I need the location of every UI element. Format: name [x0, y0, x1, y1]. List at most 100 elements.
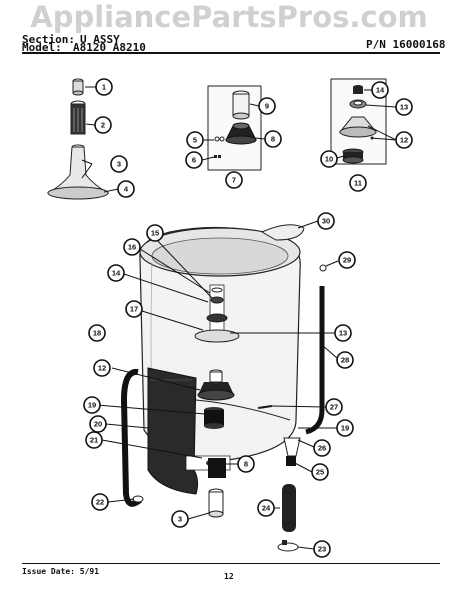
- svg-text:18: 18: [93, 329, 101, 338]
- callout-26: 26: [313, 439, 331, 457]
- hose-24: [282, 484, 296, 532]
- callout-20: 20: [89, 415, 107, 433]
- svg-text:21: 21: [90, 436, 98, 445]
- svg-text:13: 13: [400, 103, 408, 112]
- callout-25: 25: [311, 463, 329, 481]
- callout-19b: 19: [336, 419, 354, 437]
- header-rule: [22, 52, 440, 54]
- svg-text:8: 8: [271, 135, 275, 144]
- footer-rule: [22, 563, 440, 564]
- callout-28: 28: [336, 351, 354, 369]
- callout-1: 1: [95, 78, 113, 96]
- callout-12b: 12: [93, 359, 111, 377]
- svg-text:20: 20: [94, 420, 102, 429]
- clamp-23: [277, 540, 299, 552]
- section-label: Section:: [22, 33, 75, 46]
- svg-text:28: 28: [341, 356, 349, 365]
- callout-9: 9: [258, 97, 276, 115]
- callout-13b: 13: [334, 324, 352, 342]
- part-number: P/N 16000168: [366, 38, 446, 51]
- section-value: U ASSY: [80, 33, 120, 46]
- part-cone-12-small: [338, 116, 378, 140]
- callout-6: 6: [185, 151, 203, 169]
- callout-12a: 12: [395, 131, 413, 149]
- svg-text:5: 5: [193, 136, 197, 145]
- svg-text:23: 23: [318, 545, 326, 554]
- svg-text:14: 14: [376, 86, 385, 95]
- part-filter-2: [70, 100, 86, 135]
- callout-18: 18: [88, 324, 106, 342]
- callout-23: 23: [313, 540, 331, 558]
- callout-29: 29: [338, 251, 356, 269]
- svg-text:29: 29: [343, 256, 351, 265]
- part-cap-1: [72, 78, 84, 96]
- svg-text:1: 1: [102, 83, 106, 92]
- callout-2: 2: [94, 116, 112, 134]
- part-sleeve-9: [232, 90, 250, 120]
- svg-text:6: 6: [192, 156, 196, 165]
- pump-fitting-25: [283, 437, 301, 466]
- inner-basket: [147, 367, 199, 495]
- callout-3b: 3: [171, 510, 189, 528]
- small-hose-19: [195, 399, 291, 421]
- svg-text:19: 19: [341, 424, 349, 433]
- issue-date: Issue Date: 5/91: [22, 567, 100, 576]
- model-label: Model:: [22, 41, 62, 54]
- screw-29: [319, 264, 327, 272]
- callout-5: 5: [186, 131, 204, 149]
- callout-22: 22: [91, 493, 109, 511]
- transmission-seal: [204, 407, 224, 429]
- svg-text:27: 27: [330, 403, 338, 412]
- callout-14b: 14: [107, 264, 125, 282]
- callout-24: 24: [257, 499, 275, 517]
- callout-30: 30: [317, 212, 335, 230]
- svg-text:25: 25: [316, 468, 324, 477]
- svg-text:15: 15: [151, 229, 159, 238]
- part-seal-10: [342, 148, 364, 164]
- clamp-22: [132, 495, 144, 503]
- svg-text:14: 14: [112, 269, 121, 278]
- watermark-text: AppliancePartsPros.com: [30, 0, 428, 34]
- center-post: [194, 284, 240, 343]
- callout-16: 16: [123, 238, 141, 256]
- svg-text:22: 22: [96, 498, 104, 507]
- agitator-dog-assembly: [197, 369, 235, 401]
- part-washers-5-6: [214, 136, 225, 158]
- callout-8a: 8: [264, 130, 282, 148]
- svg-text:2: 2: [101, 121, 105, 130]
- svg-text:8: 8: [244, 460, 248, 469]
- model-value: A8120 A8210: [73, 41, 146, 54]
- callout-10a: 10: [320, 150, 338, 168]
- svg-text:26: 26: [318, 444, 326, 453]
- lower-pump-assembly: [185, 455, 231, 518]
- callout-4: 4: [117, 180, 135, 198]
- part-ring-13: [349, 99, 367, 109]
- svg-text:24: 24: [262, 504, 271, 513]
- svg-text:10: 10: [325, 155, 333, 164]
- fill-tube-28: [305, 286, 325, 435]
- callout-14a: 14: [371, 81, 389, 99]
- svg-text:12: 12: [98, 364, 106, 373]
- callout-17: 17: [125, 300, 143, 318]
- part-dog-8: [225, 122, 257, 145]
- part-agitator-cone: [46, 144, 110, 200]
- svg-text:3: 3: [117, 160, 121, 169]
- svg-text:7: 7: [232, 176, 236, 185]
- pad-30: [260, 224, 305, 241]
- svg-text:4: 4: [124, 185, 129, 194]
- svg-text:3: 3: [178, 515, 182, 524]
- svg-text:17: 17: [130, 305, 138, 314]
- callout-8b: 8: [237, 455, 255, 473]
- callout-19a: 19: [83, 396, 101, 414]
- callout-27: 27: [325, 398, 343, 416]
- svg-text:11: 11: [354, 179, 362, 188]
- callout-7: 7: [225, 171, 243, 189]
- svg-text:9: 9: [265, 102, 269, 111]
- callout-21: 21: [85, 431, 103, 449]
- leader-lines: [81, 86, 397, 550]
- callout-3a: 3: [110, 155, 128, 173]
- svg-text:12: 12: [400, 136, 408, 145]
- callout-11: 11: [349, 174, 367, 192]
- callout-15: 15: [146, 224, 164, 242]
